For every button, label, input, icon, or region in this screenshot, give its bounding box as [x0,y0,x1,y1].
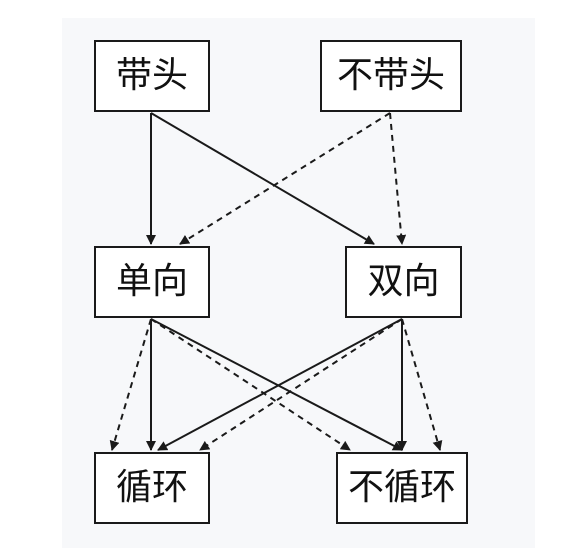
node-without-head: 不带头 [320,40,462,112]
node-non-circular-label: 不循环 [347,467,456,508]
edge-singly-to-non-circular-dashed [150,318,351,451]
node-with-head-label: 带头 [115,55,188,96]
node-doubly: 双向 [345,246,462,318]
node-singly: 单向 [94,246,210,318]
edge-without-head-to-singly-dashed [179,112,391,245]
node-circular-label: 循环 [115,467,188,508]
node-doubly-label: 双向 [367,261,440,302]
edge-doubly-to-circular-dashed [199,318,403,451]
node-non-circular: 不循环 [336,452,468,524]
node-with-head: 带头 [94,40,210,112]
edge-without-head-to-doubly-dashed [389,112,407,245]
edge-singly-to-non-circular-solid [150,318,403,451]
node-singly-label: 单向 [115,261,188,302]
node-circular: 循环 [94,452,210,524]
node-without-head-label: 不带头 [336,55,445,96]
edge-doubly-to-circular-solid [157,318,403,451]
edge-singly-to-circular-dashed [109,318,152,451]
edge-doubly-to-non-circular-dashed [401,318,443,451]
edge-with-head-to-doubly-solid [150,112,375,245]
